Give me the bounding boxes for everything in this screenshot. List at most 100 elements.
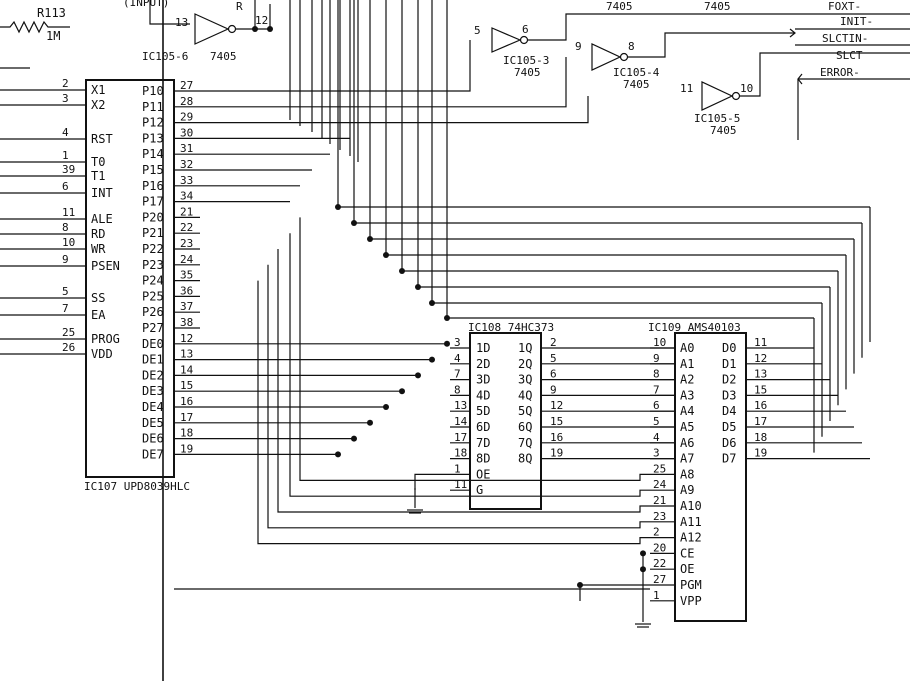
de-junction [399,388,405,395]
inv5-out-pin: 10 [740,82,753,95]
signal-error: ERROR- [820,66,860,79]
mcu-pin-number: 4 [62,126,69,139]
rom-pin-number: 27 [653,573,666,586]
latch-ref: IC108 74HC373 [468,321,554,334]
inv4-bubble [619,52,629,62]
rom-junction [577,582,583,588]
mcu-pin-number: 27 [180,79,193,92]
mcu-pin-number: 3 [62,92,69,105]
resistor-r113 [0,20,70,34]
mcu-pin-number: 30 [180,126,193,139]
mcu-pin-name: P21 [142,226,164,240]
inv6-out-pin: 12 [255,14,268,27]
latch-ic108-body [469,332,542,510]
inv5-type: 7405 [710,124,737,137]
inv6-triangle [194,13,230,45]
rom-pin-name: A8 [680,467,694,481]
rom-pin-number: 7 [653,383,660,396]
resistor-value: 1M [46,29,60,43]
mcu-pin-number: 23 [180,237,193,250]
port1-wire [200,96,589,124]
mcu-pin-number: 5 [62,285,69,298]
rom-pin-number: 19 [754,447,767,460]
rom-pin-name: D1 [722,357,736,371]
rom-pin-number: 23 [653,510,666,523]
mcu-pin-number: 37 [180,300,193,313]
rom-addr-wire [277,249,650,513]
latch-pin-number: 11 [454,478,467,491]
latch-pin-number: 2 [550,336,557,349]
mcu-pin-number: 8 [62,221,69,234]
latch-pin-name: 4D [476,388,490,402]
mcu-pin-name: RST [91,132,113,146]
ground-symbol [635,555,651,628]
top-ic-fragment: (INPUT) [123,0,169,9]
latch-pin-name: 2D [476,357,490,371]
rom-pin-name: A9 [680,483,694,497]
mcu-pin-name: DE4 [142,400,164,414]
mcu-pin-name: P14 [142,147,164,161]
rom-pin-name: D0 [722,341,736,355]
inv3-out-pin: 6 [522,23,529,36]
mcu-pin-number: 2 [62,77,69,90]
rom-pin-number: 22 [653,557,666,570]
latch-pin-number: 6 [550,368,557,381]
inv4-ref: IC105-4 [613,66,660,79]
inv4-type: 7405 [623,78,650,91]
mcu-pin-number: 38 [180,316,193,329]
rom-addr-wire [289,233,650,497]
mcu-pin-name: DE0 [142,337,164,351]
latch-pin-name: 5D [476,404,490,418]
rom-pin-name: A12 [680,531,702,545]
latch-pin-number: 17 [454,431,467,444]
latch-pin-number: 19 [550,447,563,460]
de-junction [415,372,421,379]
de-junction [429,356,435,363]
latch-pin-name: 2Q [518,357,532,371]
de-junction [367,419,373,426]
rom-pin-number: 17 [754,415,767,428]
mcu-pin-name: P27 [142,321,164,335]
latch-pin-number: 5 [550,352,557,365]
latch-pin-number: 14 [454,415,468,428]
latch-pin-name: 1Q [518,341,532,355]
mcu-pin-name: DE2 [142,368,164,382]
mcu-pin-number: 13 [180,348,193,361]
inv5-triangle [701,81,734,111]
mcu-pin-name: P25 [142,289,164,303]
rom-pin-name: D6 [722,436,736,450]
inv6-ref: IC105-6 [142,50,188,63]
inv4-triangle [591,43,622,71]
rom-pin-name: D3 [722,388,736,402]
port1-wire [200,40,471,92]
mcu-pin-number: 15 [180,379,193,392]
mcu-pin-number: 34 [180,190,194,203]
mcu-pin-name: P11 [142,100,164,114]
rom-pin-name: D5 [722,420,736,434]
rom-pin-name: A11 [680,515,702,529]
inv3-output-wire [528,13,910,41]
mcu-pin-number: 25 [62,326,75,339]
mcu-pin-name: P17 [142,195,164,209]
mcu-pin-name: PSEN [91,259,120,273]
inv3-ref: IC105-3 [503,54,549,67]
rom-pin-name: A7 [680,452,694,466]
rom-pin-name: OE [680,562,694,576]
rom-pin-name: A4 [680,404,694,418]
rom-pin-number: 18 [754,431,767,444]
latch-pin-name: 5Q [518,404,532,418]
mcu-pin-name: P22 [142,242,164,256]
mcu-pin-name: ALE [91,212,113,226]
mcu-pin-number: 32 [180,158,193,171]
latch-pin-name: 6Q [518,420,532,434]
inv5-in-pin: 11 [680,82,693,95]
latch-pin-name: 4Q [518,388,532,402]
mcu-pin-name: DE1 [142,353,164,367]
latch-pin-number: 1 [454,462,461,475]
rom-pin-number: 5 [653,415,660,428]
rom-pin-name: A0 [680,341,694,355]
mcu-pin-name: VDD [91,347,113,361]
inv4-output-wire [628,32,795,58]
latch-pin-number: 16 [550,431,563,444]
